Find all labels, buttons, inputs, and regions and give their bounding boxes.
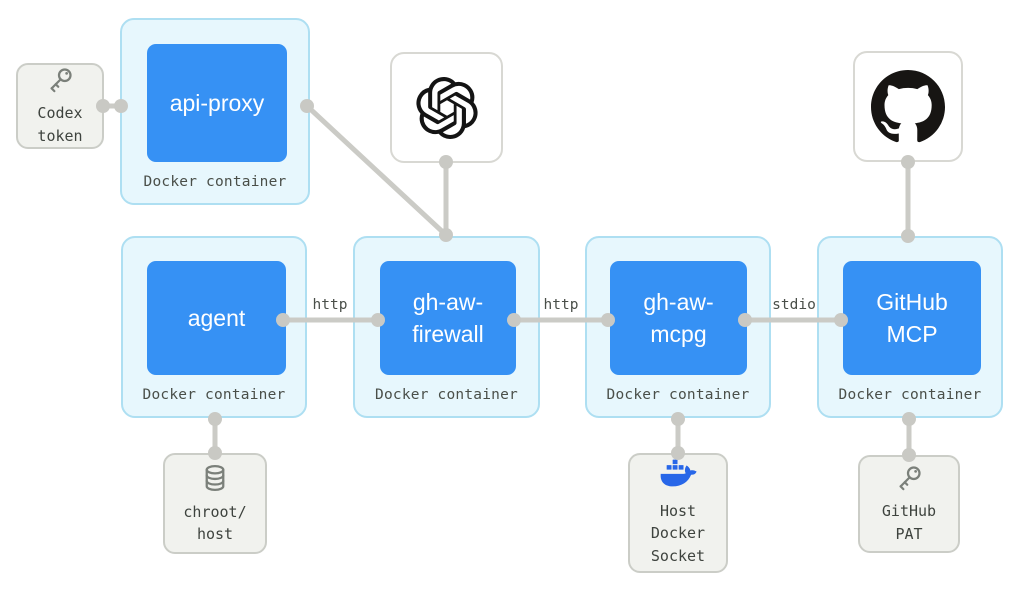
host-docker-socket-node: Host Docker Socket — [628, 453, 728, 573]
codex-token-label: Codex token — [37, 104, 83, 145]
openai-logo-icon — [416, 76, 478, 139]
edge-label-http-agent-firewall: http — [312, 297, 348, 313]
docker-container-label: Docker container — [606, 387, 750, 403]
github-logo-node — [853, 51, 963, 162]
gh-aw-mcpg-title: gh-aw- mcpg — [643, 288, 714, 347]
agent-title: agent — [187, 304, 246, 331]
docker-container-label: Docker container — [143, 174, 287, 190]
github-logo-icon — [871, 69, 945, 144]
gh-aw-firewall-node: gh-aw- firewall — [380, 261, 516, 375]
api-proxy-title: api-proxy — [169, 89, 265, 116]
github-mcp-title: GitHub MCP — [876, 288, 948, 347]
docker-container-label: Docker container — [142, 387, 286, 403]
edge-label-stdio-mcpg-githubmcp: stdio — [772, 297, 816, 313]
chroot-host-node: chroot/ host — [163, 453, 267, 554]
docker-container-label: Docker container — [838, 387, 982, 403]
codex-token-node: Codex token — [16, 63, 104, 149]
docker-container-agent: agent Docker container — [121, 236, 307, 418]
docker-container-gh-aw-mcpg: gh-aw- mcpg Docker container — [585, 236, 771, 418]
key-icon — [45, 65, 75, 95]
docker-whale-icon — [658, 459, 698, 493]
chroot-host-label: chroot/ host — [183, 502, 247, 544]
github-mcp-node: GitHub MCP — [843, 261, 981, 375]
docker-container-gh-aw-firewall: gh-aw- firewall Docker container — [353, 236, 540, 418]
host-docker-socket-label: Host Docker Socket — [650, 501, 706, 565]
api-proxy-node: api-proxy — [147, 44, 287, 162]
docker-container-api-proxy: api-proxy Docker container — [120, 18, 310, 205]
edge-label-http-firewall-mcpg: http — [543, 297, 579, 313]
agent-node: agent — [147, 261, 286, 375]
database-icon — [199, 462, 231, 494]
key-icon — [894, 463, 924, 493]
gh-aw-mcpg-node: gh-aw- mcpg — [610, 261, 747, 375]
docker-container-github-mcp: GitHub MCP Docker container — [817, 236, 1003, 418]
gh-aw-firewall-title: gh-aw- firewall — [412, 288, 484, 347]
github-pat-node: GitHub PAT — [858, 455, 960, 553]
openai-logo-node — [390, 52, 503, 163]
github-pat-label: GitHub PAT — [881, 502, 937, 543]
docker-container-label: Docker container — [375, 387, 518, 403]
